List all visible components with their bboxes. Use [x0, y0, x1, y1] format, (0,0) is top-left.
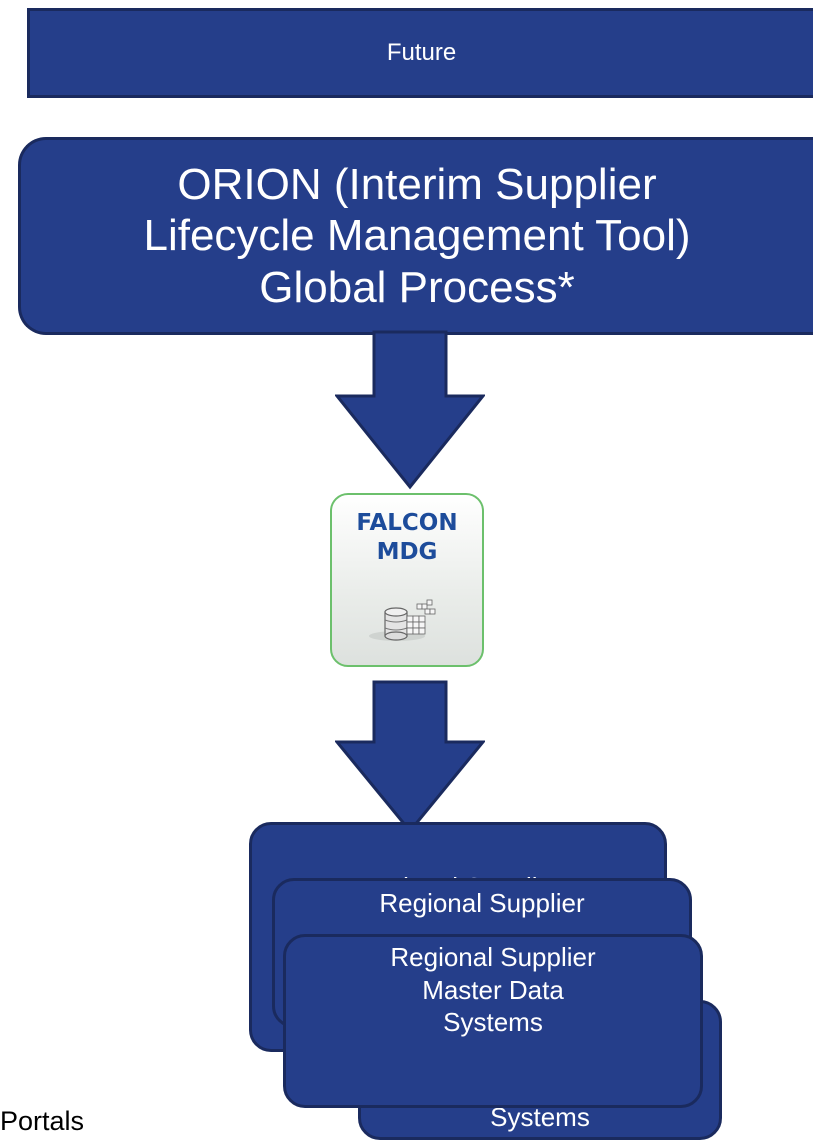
falcon-mdg-card: FALCON MDG: [330, 493, 484, 667]
portals-label: Portals: [0, 1106, 85, 1136]
regional-front-line-3: Systems: [443, 1007, 543, 1037]
future-header-bar: Future: [27, 8, 813, 98]
orion-title-line-3: Global Process*: [259, 262, 575, 312]
future-label: Future: [386, 39, 457, 66]
regional-system-card-front: Regional Supplier Master Data Systems: [283, 934, 703, 1108]
down-arrow-2: [335, 680, 485, 834]
orion-process-box: ORION (Interim Supplier Lifecycle Manage…: [18, 137, 813, 335]
regional-middle-label: Regional Supplier: [379, 888, 585, 918]
down-arrow-1: [335, 330, 485, 490]
regional-front-line-1: Regional Supplier: [390, 942, 596, 972]
falcon-label: FALCON: [356, 510, 458, 536]
orion-title-line-1: ORION (Interim Supplier: [177, 159, 657, 209]
database-cube-icon: [369, 599, 436, 641]
mdg-label: MDG: [376, 539, 438, 566]
orion-title-line-2: Lifecycle Management Tool): [143, 211, 691, 261]
regional-front-line-2: Master Data: [422, 974, 564, 1005]
